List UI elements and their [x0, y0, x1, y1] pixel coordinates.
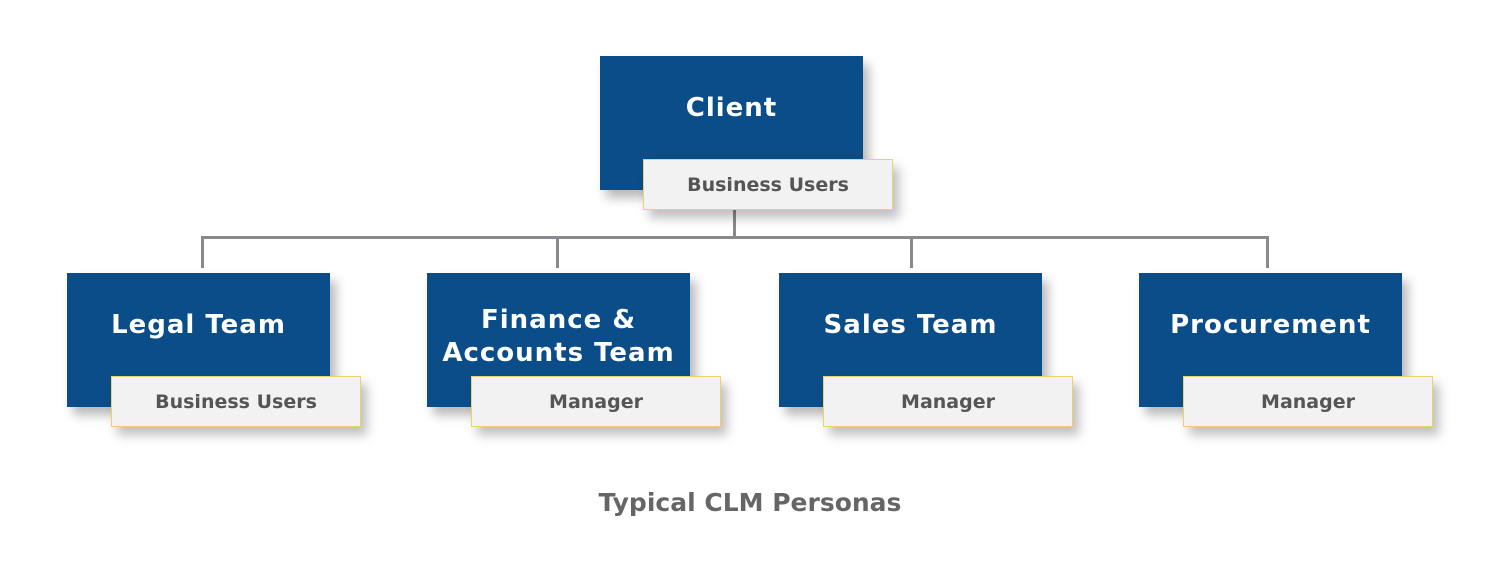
connector-legal: [201, 236, 204, 268]
node-sales-team-role: Manager: [823, 376, 1073, 427]
node-legal-team-role: Business Users: [111, 376, 361, 427]
node-title: Finance &Accounts Team: [442, 305, 675, 368]
connector-root: [733, 209, 736, 238]
node-title: Sales Team: [823, 309, 998, 340]
connector-finance: [556, 236, 559, 268]
node-title: Legal Team: [111, 309, 286, 340]
node-title: Procurement: [1170, 309, 1371, 340]
diagram-caption: Typical CLM Personas: [598, 488, 902, 517]
connector-sales: [910, 236, 913, 268]
node-procurement-role: Manager: [1183, 376, 1433, 427]
node-finance-accounts-team-role: Manager: [471, 376, 721, 427]
connector-procurement: [1266, 236, 1269, 268]
node-client-role: Business Users: [643, 159, 893, 210]
node-title: Client: [685, 92, 778, 123]
connector-horizontal: [201, 236, 1269, 239]
